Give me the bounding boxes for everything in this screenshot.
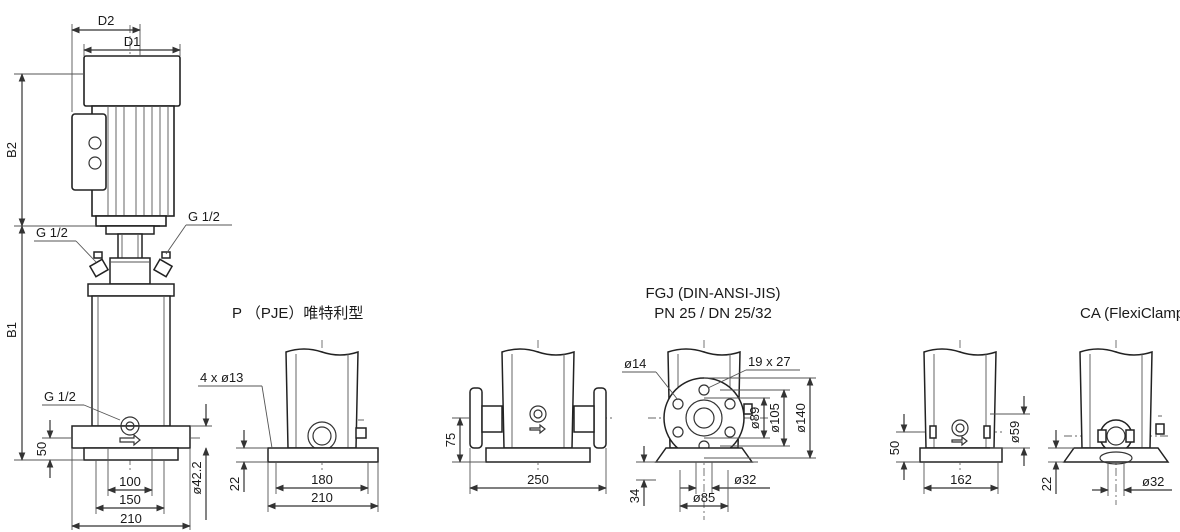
view-ca-front: CA (FlexiClamp) 50 162 ø59: [887, 305, 1180, 494]
dim-d1: D1: [124, 34, 141, 49]
dim-fgj-140: ø140: [793, 403, 808, 433]
dim-b2: B2: [4, 142, 19, 158]
label-fgj-19x27: 19 x 27: [748, 354, 791, 369]
pump-sleeve: [87, 283, 175, 427]
dim-fgj-85: ø85: [693, 490, 715, 505]
dim-main-210: 210: [120, 511, 142, 526]
view-fgj-front: FGJ (DIN-ANSI-JIS) PN 25 / DN 25/32 75 2…: [443, 285, 781, 494]
dim-b1: B1: [4, 322, 19, 338]
dim-ca-32: ø32: [1142, 474, 1164, 489]
dim-main-100: 100: [119, 474, 141, 489]
view-fgj-side: ø14 19 x 27 ø89 ø105 ø140 34 ø32: [622, 340, 816, 520]
motor: [71, 55, 181, 227]
motor-stool: [88, 225, 174, 285]
title-fgj-line1: FGJ (DIN-ANSI-JIS): [646, 285, 781, 302]
label-g-bottom: G 1/2: [44, 389, 76, 404]
dim-fgj-89: ø89: [747, 407, 762, 429]
view-ca-side: 22 ø32: [1039, 340, 1172, 505]
pump-base: [60, 416, 200, 461]
dim-d2: D2: [98, 13, 115, 28]
dim-main-150: 150: [119, 492, 141, 507]
label-fgj-14: ø14: [624, 356, 646, 371]
label-g-right: G 1/2: [188, 209, 220, 224]
title-fgj-line2: PN 25 / DN 25/32: [654, 305, 772, 322]
dim-fgj-34: 34: [627, 489, 642, 503]
dim-fgj-32: ø32: [734, 472, 756, 487]
label-g-left: G 1/2: [36, 225, 68, 240]
title-ca: CA (FlexiClamp): [1080, 305, 1180, 322]
title-p: P （PJE）唯特利型: [232, 305, 363, 322]
dim-main-50: 50: [34, 442, 49, 456]
dim-p-22: 22: [227, 477, 242, 491]
dim-ca-59: ø59: [1007, 421, 1022, 443]
main-pump-elevation: D2 D1 B2 B1 G 1/2 G 1/2 G 1/2 50 100: [4, 13, 232, 530]
dim-fgj-105: ø105: [767, 403, 782, 433]
dim-p-210: 210: [311, 490, 333, 505]
label-p-holes: 4 x ø13: [200, 370, 243, 385]
dim-ca-162: 162: [950, 472, 972, 487]
dim-fgj-250: 250: [527, 472, 549, 487]
dim-fgj-75: 75: [443, 433, 458, 447]
view-p-pje: P （PJE）唯特利型 4 x ø13 22 180 210: [198, 305, 379, 512]
dim-p-180: 180: [311, 472, 333, 487]
dim-ca-50: 50: [887, 441, 902, 455]
dim-main-42: ø42.2: [189, 461, 204, 494]
dim-ca-22: 22: [1039, 477, 1054, 491]
